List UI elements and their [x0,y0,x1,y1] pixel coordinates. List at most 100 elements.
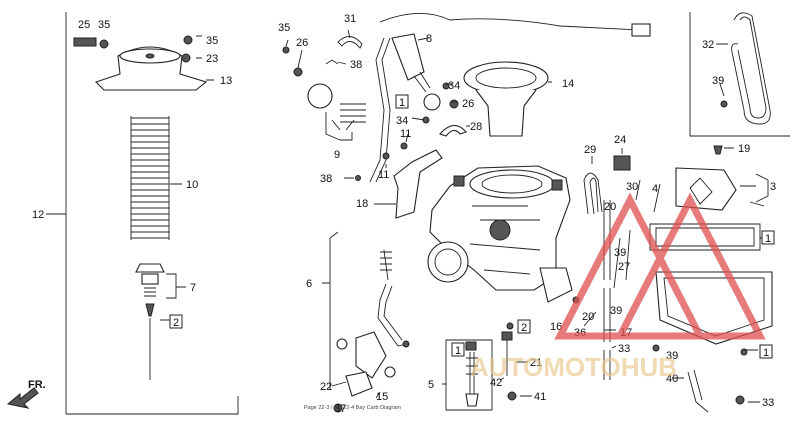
label-38-b: 38 [320,173,332,185]
part-10-spring-sides [130,116,170,240]
part-6-washer-b [384,366,396,378]
part-39-screw-b [740,348,748,356]
carb-top-bore [481,174,543,194]
part-2-screw [506,322,514,330]
part-8-choke [391,33,425,81]
label-26-b: 26 [462,98,474,110]
bracket-3 [755,173,769,203]
part-35-screw-b [183,35,193,45]
label-39-b: 39 [614,247,626,259]
part-15-bracket [355,331,387,379]
part-14-funnel-top [463,61,549,95]
part-7-body [141,273,159,285]
part-22-holder [345,371,373,397]
part-17-33-tubes [603,288,611,380]
part-labels: 25 35 35 23 13 10 12 7 2 35 26 31 38 8 1… [32,13,776,415]
label-34-a: 34 [448,80,460,92]
lower-center-leaders [331,361,532,399]
label-29: 29 [584,144,596,156]
label-35-a: 35 [98,19,110,31]
label-9: 9 [334,149,340,161]
part-5-jet-stack [466,352,478,394]
left-leaders [160,35,214,321]
label-41: 41 [534,391,546,403]
boxed-label-2-center [517,319,531,334]
part-39-screw [652,344,660,352]
part-2-needle-clip [145,303,155,317]
label-22: 22 [320,381,332,393]
part-6-washer [336,338,348,350]
carb-body-details [469,205,541,275]
label-19: 19 [738,143,750,155]
label-33-a: 33 [618,343,630,355]
label-1-upper: 1 [399,97,405,109]
part-7-spring [144,287,156,297]
label-11-a: 11 [400,128,411,140]
label-1-jets: 1 [455,345,461,357]
lower-center-group [322,231,532,413]
label-1-bottom: 1 [763,347,769,359]
part-32-hose-inner [737,16,767,119]
label-7: 7 [190,282,196,294]
label-25: 25 [78,19,90,31]
label-18: 18 [356,198,368,210]
part-38-clip-b [355,175,361,181]
part-42-jet [501,331,513,341]
part-29-hose [583,172,603,215]
label-27: 27 [618,261,630,273]
label-31: 31 [344,13,356,25]
part-14-funnel-ring [475,67,537,89]
part-8-plunger [413,71,431,93]
bracket-5 [445,339,493,411]
part-9-pulley [307,83,333,109]
carb-top-flange [469,169,555,199]
part-11-screw [400,142,408,150]
part-31-tube [337,36,363,49]
front-arrow-icon [6,387,39,409]
part-5-jet-tip [465,393,479,407]
bracket-6 [322,231,339,390]
label-21: 21 [530,357,542,369]
bracket-12 [46,12,67,414]
carb-screw-tl [453,175,465,187]
part-33-screw [735,395,745,405]
label-6: 6 [306,278,312,290]
label-32: 32 [702,39,714,51]
carb-bore-detail [489,219,511,241]
part-37-screw [333,403,343,413]
label-40: 40 [666,373,678,385]
label-34-b: 34 [396,115,408,127]
part-24-screw [613,155,631,171]
part-31-hose [369,37,391,183]
boxed-label-1-jets [451,342,465,357]
part-25-clip [73,37,97,47]
bracket-12-bottom [66,396,239,415]
part-26-jet [293,67,303,77]
part-1-oring [423,93,441,111]
label-12: 12 [32,209,44,221]
label-8: 8 [426,33,432,45]
part-6-cable [377,283,407,347]
part-13-cap-hole [145,53,155,59]
label-3: 3 [770,181,776,193]
carb-intake [427,241,469,283]
part-3-float-detail [689,177,713,205]
label-39-c: 39 [610,305,622,317]
part-40-hose [687,369,709,413]
part-28-clip [439,124,467,137]
label-5: 5 [428,379,434,391]
label-15: 15 [376,391,388,403]
part-14-funnel-body [475,89,537,137]
label-37: 37 [334,403,346,415]
part-9-spring [340,103,366,123]
part-3-pin [749,201,765,207]
float-bowl-inner [663,277,765,337]
part-35-upper-screw [282,46,290,54]
part-38-clip [325,59,339,65]
part-9-bracket [325,112,353,141]
label-39-d: 39 [666,350,678,362]
right-assembly-group [506,12,790,413]
watermark-triangle-right [614,192,766,340]
label-13: 13 [220,75,232,87]
